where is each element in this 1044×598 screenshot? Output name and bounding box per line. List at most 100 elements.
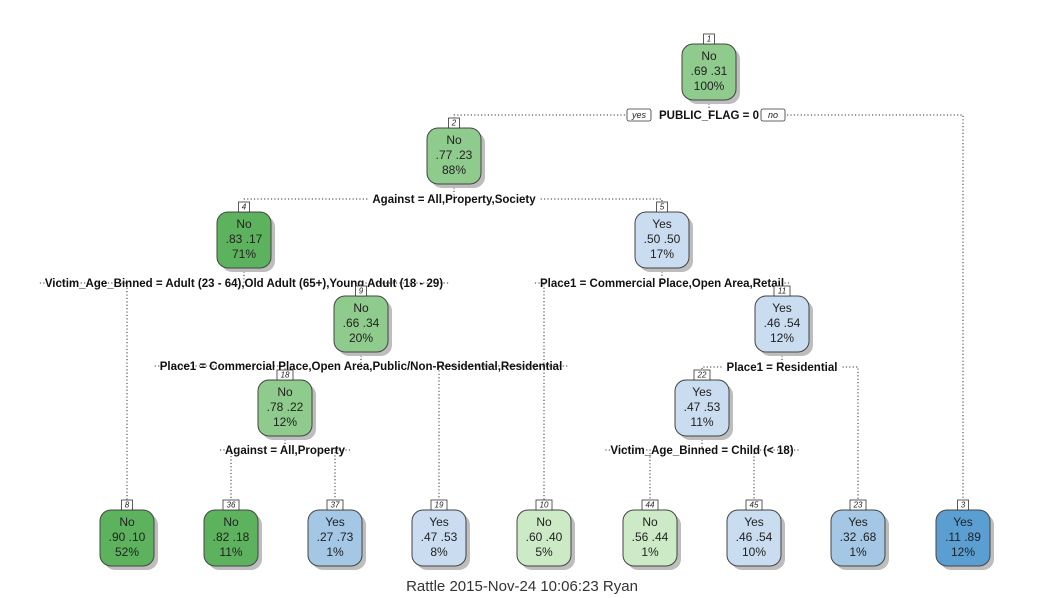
node-percentage: 5%	[535, 545, 553, 559]
tree-node-19: Yes.47 .538%19	[411, 499, 470, 570]
split-label-node-9: Place1 = Commercial Place,Open Area,Publ…	[160, 361, 563, 373]
node-probabilities: .46 .54	[736, 530, 773, 544]
node-number: 3	[961, 501, 966, 510]
split-label-node-22: Victim_Age_Binned = Child (< 18)	[610, 445, 793, 457]
branch-tag-box-yes	[626, 108, 652, 122]
node-number-box	[430, 499, 448, 511]
node-percentage: 12%	[951, 545, 975, 559]
node-number: 2	[451, 119, 457, 128]
node-class-label: Yes	[692, 385, 712, 399]
node-number: 11	[778, 287, 786, 296]
node-number-box	[535, 499, 553, 511]
node-number-box	[448, 117, 460, 129]
node-percentage: 1%	[326, 545, 344, 559]
node-class-label: No	[446, 133, 462, 147]
node-number-box	[121, 499, 133, 511]
tree-node-44: No.56 .441%44	[622, 499, 681, 570]
node-percentage: 88%	[442, 163, 466, 177]
edge-left-22-to-44	[605, 449, 651, 504]
node-class-label: Yes	[848, 515, 868, 529]
node-percentage: 1%	[849, 545, 867, 559]
split-label-node-4: Victim_Age_Binned = Adult (23 - 64),Old …	[45, 278, 443, 290]
split-label-node-18: Against = All,Property	[225, 445, 346, 457]
node-number-box	[773, 285, 791, 297]
node-probabilities: .69 .31	[691, 64, 728, 78]
branch-tag-text-yes: yes	[631, 110, 647, 120]
caption: Rattle 2015-Nov-24 10:06:23 Ryan	[406, 578, 638, 595]
edge-right-22-to-45	[753, 449, 799, 504]
node-probabilities: .90 .10	[109, 530, 146, 544]
edge-left-1-to-2	[453, 114, 625, 122]
branch-tag-text-no: no	[768, 110, 778, 120]
node-percentage: 52%	[115, 545, 139, 559]
node-number-box	[693, 369, 711, 381]
node-probabilities: .82 .18	[213, 530, 250, 544]
node-probabilities: .56 .44	[632, 530, 669, 544]
node-number: 1	[707, 35, 711, 44]
node-class-label: Yes	[652, 217, 672, 231]
node-number-box	[238, 201, 250, 213]
node-probabilities: .32 .68	[840, 530, 877, 544]
node-number: 45	[750, 501, 759, 510]
edge-left-9-to-18	[154, 365, 286, 374]
split-label-node-1: PUBLIC_FLAG = 0	[659, 110, 759, 122]
node-class-label: No	[236, 217, 252, 231]
split-label-node-2: Against = All,Property,Society	[372, 194, 536, 206]
node-number: 22	[697, 371, 707, 380]
node-probabilities: .11 .89	[945, 530, 981, 544]
node-class-label: No	[701, 49, 717, 63]
node-number: 5	[660, 203, 665, 212]
node-number-box	[276, 369, 294, 381]
node-number: 44	[646, 501, 655, 510]
branch-tag-no: no	[760, 108, 786, 122]
node-class-label: Yes	[953, 515, 973, 529]
node-class-label: Yes	[772, 301, 792, 315]
edge-right-5-to-11	[781, 282, 790, 290]
node-percentage: 1%	[641, 545, 659, 559]
edge-left-4-to-8	[39, 282, 128, 504]
node-probabilities: .50 .50	[644, 232, 681, 246]
edge-right-1-to-3	[787, 114, 964, 504]
edge-left-2-to-4	[243, 198, 368, 206]
node-number: 36	[227, 501, 236, 510]
node-number-box	[957, 499, 969, 511]
node-percentage: 20%	[349, 331, 373, 345]
tree-node-23: Yes.32 .681%23	[830, 499, 889, 570]
node-probabilities: .46 .54	[764, 316, 801, 330]
node-number: 19	[435, 501, 444, 510]
branch-tag-yes: yes	[626, 108, 652, 122]
node-class-label: Yes	[744, 515, 764, 529]
node-number: 4	[242, 203, 247, 212]
node-percentage: 8%	[430, 545, 448, 559]
node-class-label: No	[119, 515, 135, 529]
edge-right-18-to-37	[334, 449, 351, 504]
node-number: 37	[331, 501, 340, 510]
edge-left-5-to-10	[534, 282, 545, 504]
edge-left-18-to-36	[219, 449, 232, 504]
node-percentage: 11%	[690, 415, 713, 429]
node-class-label: Yes	[429, 515, 449, 529]
node-percentage: 17%	[650, 247, 674, 261]
node-percentage: 10%	[742, 545, 766, 559]
node-class-label: No	[536, 515, 552, 529]
node-number-box	[326, 499, 344, 511]
node-percentage: 12%	[770, 331, 794, 345]
node-number-box	[641, 499, 659, 511]
split-label-node-5: Place1 = Commercial Place,Open Area,Reta…	[540, 278, 784, 290]
edges-layer	[39, 100, 964, 504]
node-number: 9	[359, 287, 364, 296]
